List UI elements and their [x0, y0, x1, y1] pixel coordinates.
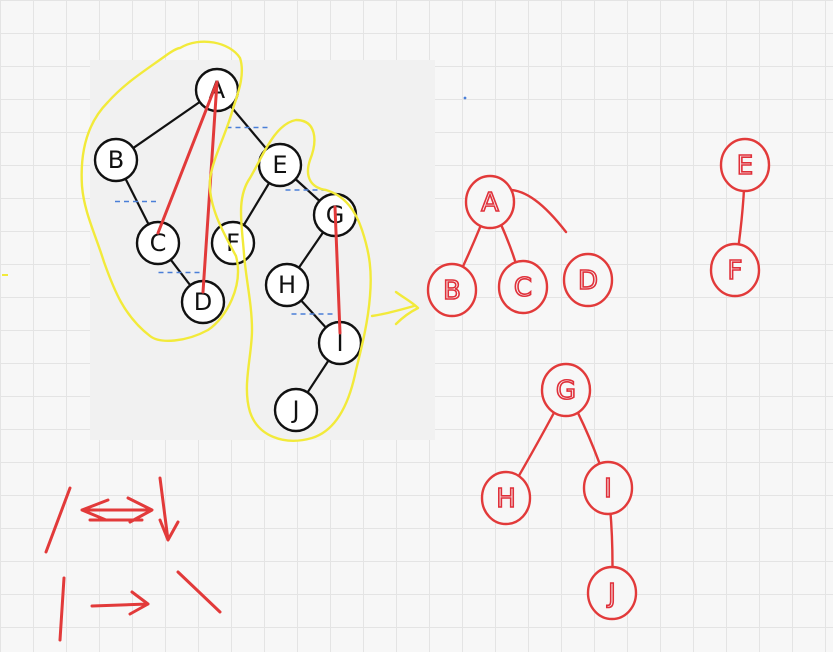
tree-node-C-label: C [150, 229, 167, 257]
forest-node-I: I [582, 460, 634, 516]
stray-dot [463, 96, 467, 100]
tree-node-J-label: J [290, 396, 299, 424]
tree-node-J-circle [273, 387, 319, 433]
forest-node-E-circle [719, 137, 771, 193]
forest-node-E: E [719, 137, 771, 193]
forest-node-C-label: C [514, 273, 532, 303]
yellow-arrow-hint [370, 290, 420, 326]
legend-backslash-2-icon [176, 570, 222, 614]
forest-node-A-circle [464, 174, 516, 230]
forest-node-J: J [586, 565, 638, 621]
legend-backslash-icon [158, 476, 180, 542]
tree-node-E: E [257, 142, 303, 188]
legend-arrow-icon [90, 590, 150, 616]
forest-node-E-label: E [737, 151, 753, 181]
tree-node-E-circle [257, 142, 303, 188]
forest-node-H-circle [480, 470, 532, 526]
legend-symbols [44, 476, 222, 642]
forest-edges [450, 163, 747, 595]
tree-node-D-label: D [194, 288, 212, 316]
forest-node-H-label: H [496, 484, 516, 514]
forest-node-D-circle [562, 252, 614, 308]
legend-slash-icon [44, 486, 72, 554]
tree-node-F-label: F [226, 229, 240, 257]
tree-node-H: H [264, 262, 310, 308]
tree-node-H-label: H [278, 271, 296, 299]
tree-node-I: I [317, 320, 363, 366]
forest-node-B-label: B [443, 276, 461, 306]
forest-node-D-label: D [578, 266, 598, 296]
red-link-A-C [156, 80, 219, 235]
forest-node-A: A [464, 174, 516, 230]
tree-node-B-label: B [108, 146, 124, 174]
tree-node-C-circle [135, 220, 181, 266]
legend-double-arrow-icon [80, 496, 154, 524]
forest-node-F-label: F [728, 256, 743, 286]
forest-node-D: D [562, 252, 614, 308]
forest-node-B: B [426, 262, 478, 318]
yellow-outlines [80, 40, 420, 442]
yellow-outline-right-group [239, 118, 372, 442]
forest-node-G: G [540, 362, 592, 418]
forest-nodes: A B C D E F G H I J [426, 137, 771, 621]
tree-node-D: D [180, 279, 226, 325]
forest-node-A-label: A [481, 188, 499, 218]
tree-node-B-circle [93, 137, 139, 183]
tree-node-E-label: E [272, 151, 287, 179]
tree-node-C: C [135, 220, 181, 266]
forest-node-I-label: I [604, 474, 612, 504]
forest-node-F-circle [709, 242, 761, 298]
forest-node-G-label: G [556, 376, 576, 406]
forest-node-B-circle [426, 262, 478, 318]
legend-pipe-icon [58, 576, 66, 642]
tree-node-B: B [93, 137, 139, 183]
tree-node-H-circle [264, 262, 310, 308]
tree-node-J: J [273, 387, 319, 433]
tree-node-I-label: I [336, 329, 343, 357]
forest-node-H: H [480, 470, 532, 526]
red-link-G-I [333, 205, 342, 335]
tree-node-F: F [210, 220, 256, 266]
forest-node-C: C [497, 259, 549, 315]
forest-node-G-circle [540, 362, 592, 418]
forest-node-F: F [709, 242, 761, 298]
forest-node-J-circle [586, 565, 638, 621]
yellow-outline-left-group [80, 40, 244, 342]
forest-node-J-label: J [606, 579, 616, 609]
forest-node-I-circle [582, 460, 634, 516]
forest-node-C-circle [497, 259, 549, 315]
